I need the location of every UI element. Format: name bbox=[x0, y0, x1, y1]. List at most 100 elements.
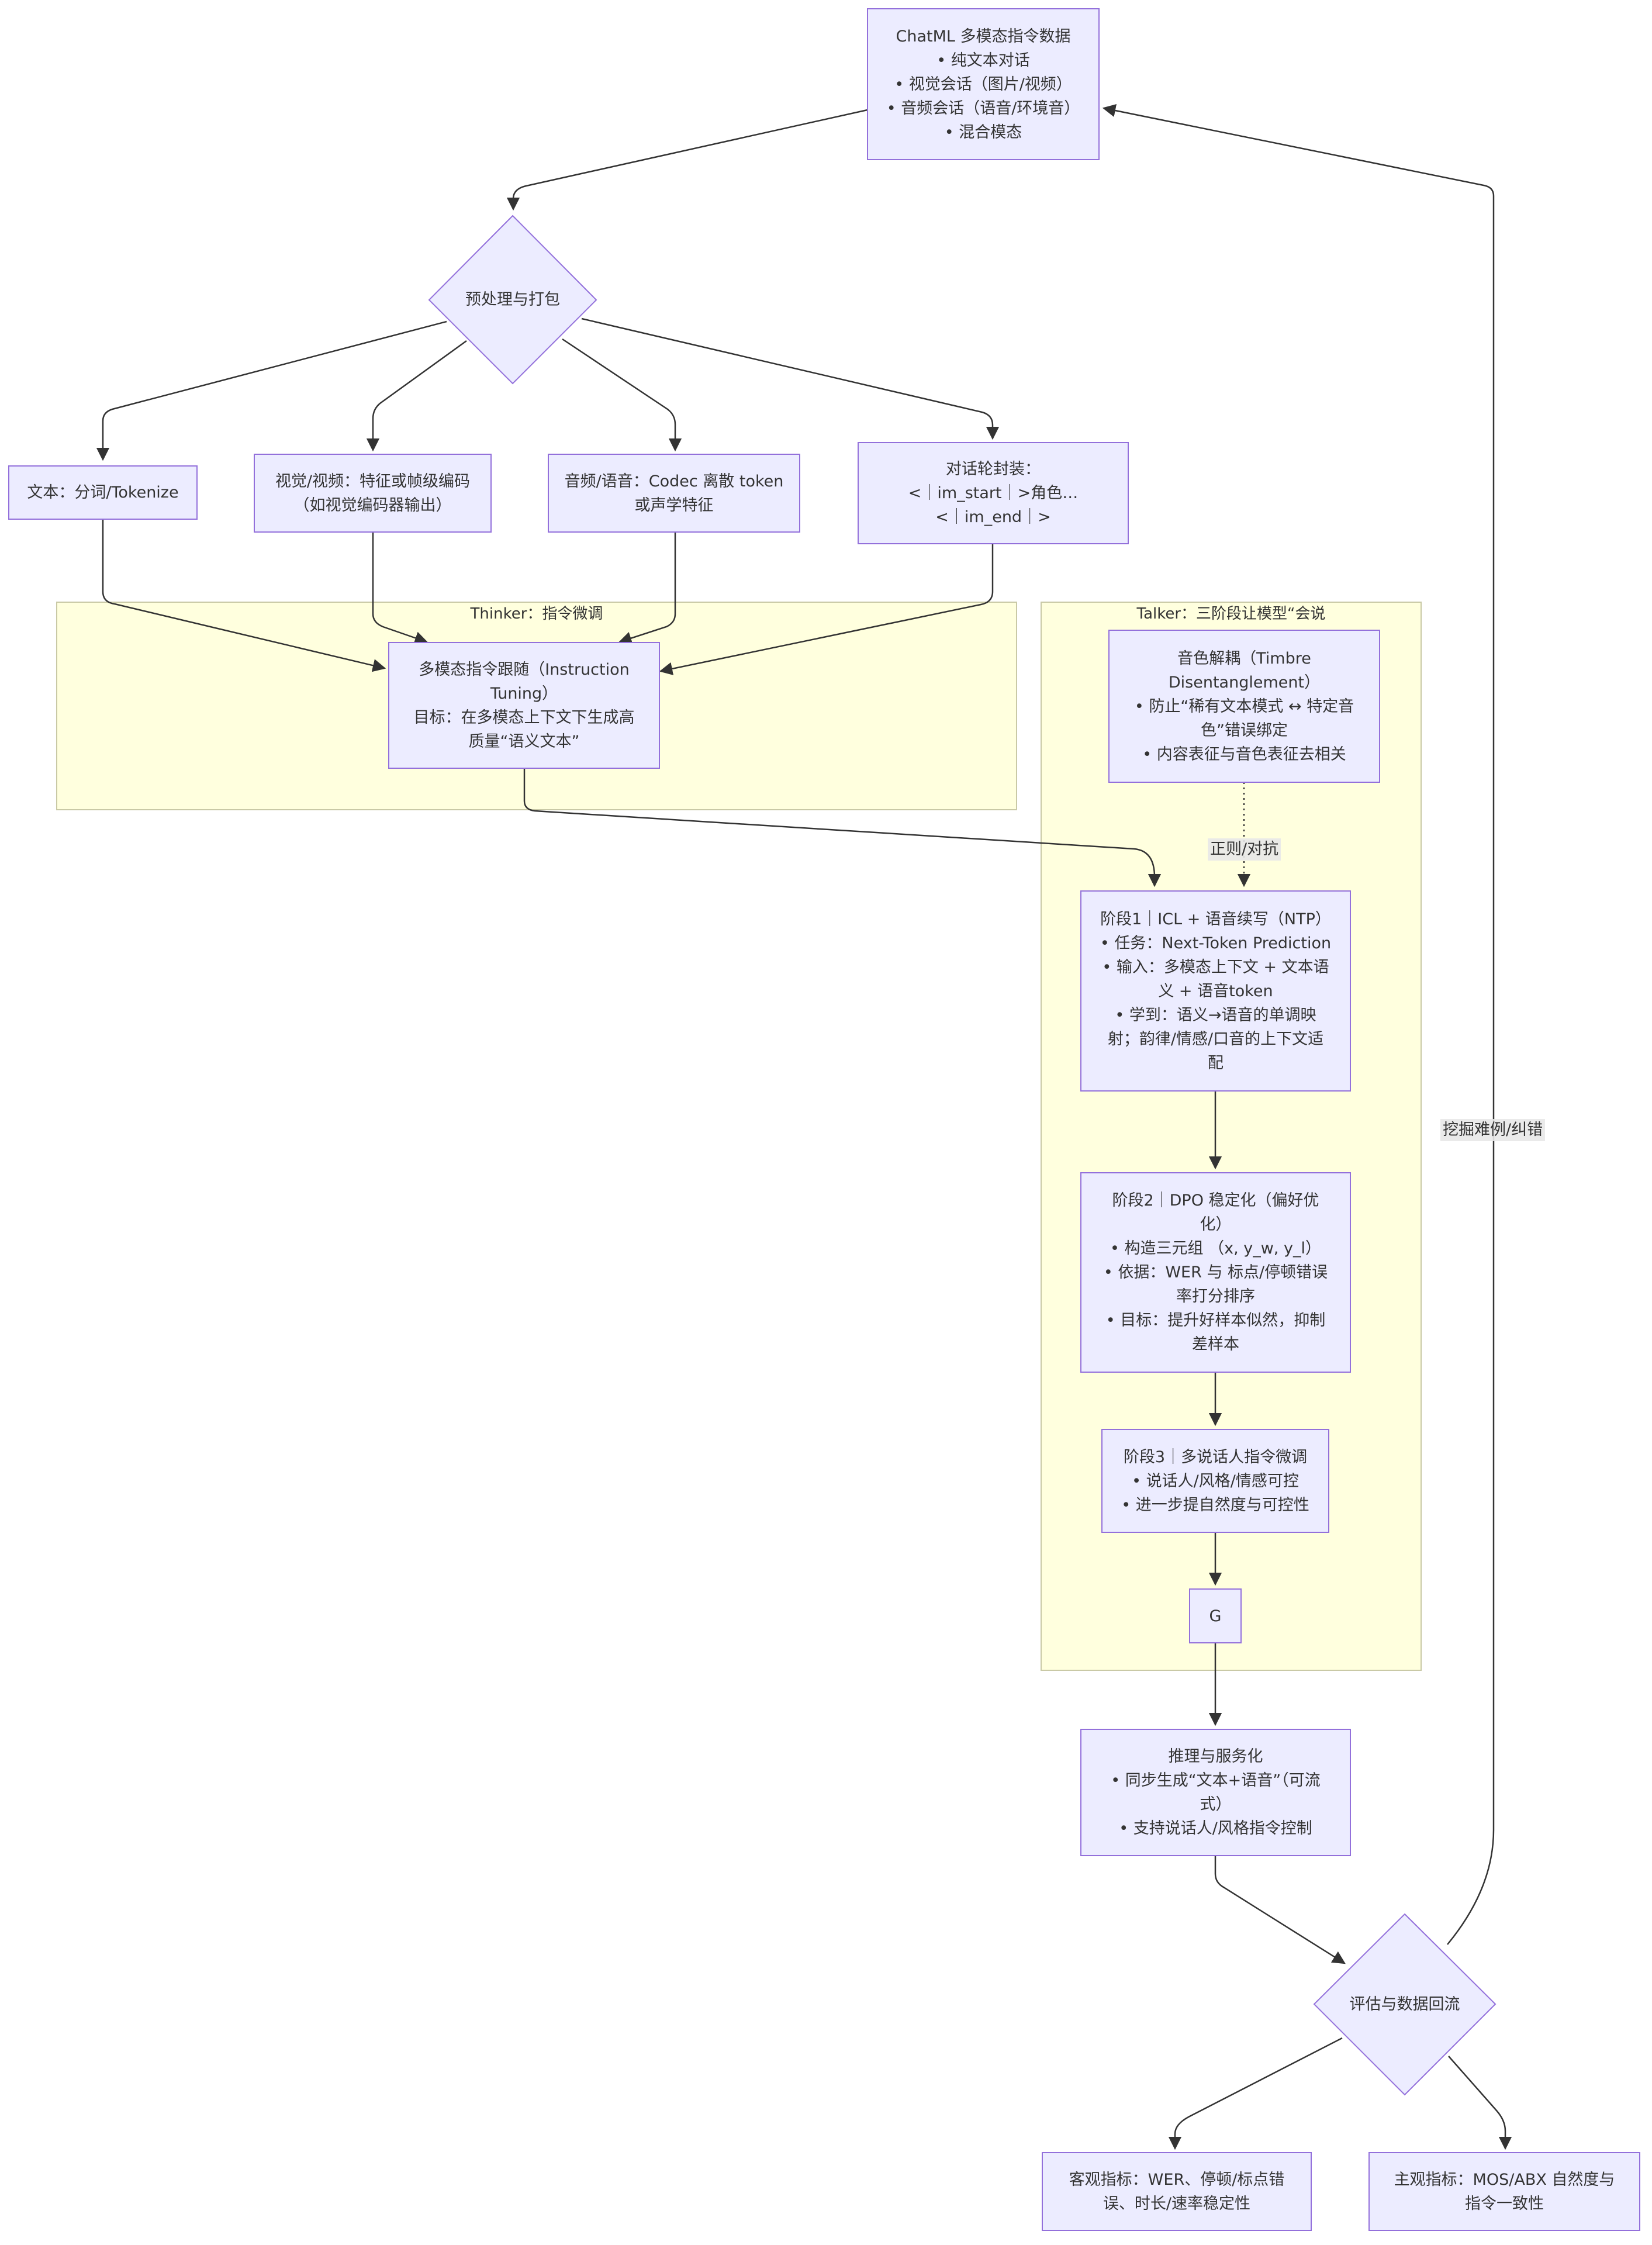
text-line: 目标：在多模态上下文下生成高 bbox=[413, 708, 635, 727]
text-line: 音频/语音：Codec 离散 token bbox=[564, 472, 784, 491]
cluster-title-thinker: Thinker：指令微调 bbox=[470, 605, 603, 623]
node-stage3-multispeaker bbox=[1101, 1429, 1329, 1533]
text-line: 色”错误绑定 bbox=[1201, 721, 1288, 740]
node-instruction-tuning bbox=[388, 642, 660, 769]
text-line: • 混合模态 bbox=[944, 123, 1022, 141]
node-audio-codec bbox=[548, 454, 800, 533]
label-instruction-tuning: 多模态指令跟随（Instruction Tuning） 目标：在多模态上下文下生… bbox=[389, 643, 659, 768]
text-line: 主观指标：MOS/ABX 自然度与 bbox=[1394, 2170, 1615, 2189]
label-serving: 推理与服务化 • 同步生成“文本+语音”（可流 式） • 支持说话人/风格指令控… bbox=[1081, 1729, 1350, 1856]
label-subjective-metrics: 主观指标：MOS/ABX 自然度与 指令一致性 bbox=[1369, 2153, 1640, 2230]
text-line: 化） bbox=[1200, 1215, 1232, 1234]
text-line: • 防止“稀有文本模式 ↔ 特定音 bbox=[1134, 697, 1354, 716]
text-line: 推理与服务化 bbox=[1168, 1747, 1263, 1766]
edge-preprocess-vision bbox=[366, 340, 467, 452]
text-line: • 构造三元组 （x, y_w, y_l） bbox=[1110, 1239, 1321, 1258]
edge-evaluate-objective bbox=[1168, 2037, 1343, 2150]
edge-instruct-stage1 bbox=[523, 768, 1162, 887]
text-line: • 进一步提自然度与可控性 bbox=[1121, 1495, 1309, 1514]
node-text-tokenize bbox=[8, 465, 198, 520]
text-line: 质量“语义文本” bbox=[468, 732, 580, 751]
node-serving bbox=[1080, 1729, 1351, 1856]
text-line: 阶段3｜多说话人指令微调 bbox=[1123, 1448, 1308, 1466]
label-stage2-dpo: 阶段2｜DPO 稳定化（偏好优 化） • 构造三元组 （x, y_w, y_l）… bbox=[1081, 1173, 1350, 1372]
edge-chatml-preprocess bbox=[506, 109, 868, 211]
edge-preprocess-text bbox=[96, 320, 447, 461]
text-line: 义 + 语音token bbox=[1158, 982, 1273, 1000]
node-stage2-dpo bbox=[1080, 1172, 1351, 1373]
edge-serve-evaluate bbox=[1214, 1856, 1346, 1964]
text-line: • 任务：Next-Token Prediction bbox=[1100, 934, 1332, 952]
label-objective-metrics: 客观指标：WER、停顿/标点错 误、时长/速率稳定性 bbox=[1042, 2153, 1311, 2230]
text-line: 指令一致性 bbox=[1465, 2194, 1544, 2213]
text-line: • 音频会话（语音/环境音） bbox=[886, 99, 1080, 118]
label-g: G bbox=[1190, 1589, 1241, 1643]
node-objective-metrics bbox=[1042, 2152, 1312, 2231]
text-line: • 纯文本对话 bbox=[936, 51, 1030, 70]
text-line: 阶段1｜ICL + 语音续写（NTP） bbox=[1100, 910, 1331, 928]
text-line: • 内容表征与音色表征去相关 bbox=[1142, 745, 1346, 764]
edge-label-mining: 挖掘难例/纠错 bbox=[1440, 1119, 1546, 1141]
label-audio-codec: 音频/语音：Codec 离散 token 或声学特征 bbox=[548, 454, 800, 532]
text-line: G bbox=[1209, 1607, 1222, 1625]
node-chatml-data bbox=[867, 8, 1100, 160]
label-evaluate: 评估与数据回流 bbox=[1314, 1914, 1495, 2095]
label-timbre-disentangle: 音色解耦（Timbre Disentanglement） • 防止“稀有文本模式… bbox=[1109, 630, 1380, 782]
label-vision-encode: 视觉/视频：特征或帧级编码 （如视觉编码器输出） bbox=[254, 454, 491, 532]
edge-audio-instruct bbox=[618, 532, 676, 645]
label-preprocess: 预处理与打包 bbox=[429, 216, 596, 384]
text-line: 误、时长/速率稳定性 bbox=[1103, 2194, 1251, 2213]
text-line: Disentanglement） bbox=[1168, 673, 1321, 692]
label-stage3-multispeaker: 阶段3｜多说话人指令微调 • 说话人/风格/情感可控 • 进一步提自然度与可控性 bbox=[1102, 1429, 1329, 1532]
node-stage1-icl bbox=[1080, 890, 1351, 1092]
text-line: • 输入：多模态上下文 + 文本语 bbox=[1102, 958, 1329, 976]
text-line: 阶段2｜DPO 稳定化（偏好优 bbox=[1112, 1191, 1319, 1210]
text-line: • 支持说话人/风格指令控制 bbox=[1119, 1819, 1312, 1838]
edge-label-regularize: 正则/对抗 bbox=[1208, 838, 1281, 861]
text-line: 文本：分词/Tokenize bbox=[27, 483, 179, 502]
label-text-tokenize: 文本：分词/Tokenize bbox=[9, 466, 197, 519]
edge-preprocess-dialog bbox=[581, 317, 1000, 440]
text-line: ChatML 多模态指令数据 bbox=[896, 27, 1071, 46]
text-line: 或声学特征 bbox=[634, 496, 714, 514]
text-line: • 学到：语义→语音的单调映 bbox=[1115, 1006, 1316, 1024]
text-line: 射；韵律/情感/口音的上下文适 bbox=[1107, 1030, 1324, 1048]
text-line: 多模态指令跟随（Instruction bbox=[419, 660, 630, 679]
text-line: 预处理与打包 bbox=[465, 291, 560, 309]
text-line: 差样本 bbox=[1192, 1335, 1239, 1353]
edge-preprocess-audio bbox=[562, 338, 682, 452]
node-preprocess-decision bbox=[428, 215, 597, 385]
text-line: 配 bbox=[1208, 1054, 1224, 1072]
label-chatml-data: ChatML 多模态指令数据 • 纯文本对话 • 视觉会话（图片/视频） • 音… bbox=[868, 9, 1099, 160]
text-line: 对话轮封装： bbox=[946, 460, 1041, 478]
cluster-title-talker: Talker：三阶段让模型“会说 bbox=[1136, 605, 1326, 623]
text-line: 式） bbox=[1200, 1795, 1232, 1814]
node-dialog-wrap bbox=[858, 442, 1129, 544]
edge-vision-instruct bbox=[372, 532, 428, 644]
text-line: 音色解耦（Timbre bbox=[1177, 649, 1311, 668]
text-line: • 依据：WER 与 标点/停顿错误 bbox=[1103, 1263, 1328, 1282]
node-g bbox=[1189, 1588, 1242, 1643]
text-line: Tuning） bbox=[490, 684, 558, 703]
text-line: （如视觉编码器输出） bbox=[293, 496, 452, 514]
edge-mining-feedback bbox=[1102, 104, 1495, 1945]
edge-evaluate-subjective bbox=[1448, 2056, 1512, 2150]
text-line: <｜im_start｜>角色… bbox=[908, 484, 1079, 502]
text-line: <｜im_end｜> bbox=[935, 508, 1051, 526]
text-line: • 同步生成“文本+语音”（可流 bbox=[1111, 1771, 1321, 1790]
text-line: 视觉/视频：特征或帧级编码 bbox=[275, 472, 471, 491]
node-subjective-metrics bbox=[1368, 2152, 1640, 2231]
text-line: 客观指标：WER、停顿/标点错 bbox=[1069, 2170, 1285, 2189]
text-line: 率打分排序 bbox=[1176, 1287, 1255, 1305]
edge-dialog-instruct bbox=[659, 544, 994, 675]
label-dialog-wrap: 对话轮封装： <｜im_start｜>角色… <｜im_end｜> bbox=[858, 443, 1128, 544]
label-stage1-icl: 阶段1｜ICL + 语音续写（NTP） • 任务：Next-Token Pred… bbox=[1081, 891, 1350, 1091]
text-line: • 视觉会话（图片/视频） bbox=[894, 75, 1072, 94]
text-line: • 目标：提升好样本似然，抑制 bbox=[1105, 1311, 1326, 1329]
text-line: 评估与数据回流 bbox=[1349, 1995, 1460, 2013]
node-timbre-disentangle bbox=[1108, 630, 1380, 783]
edge-text-instruct bbox=[102, 519, 386, 672]
node-vision-encode bbox=[254, 454, 492, 533]
node-evaluate-decision bbox=[1313, 1913, 1497, 2096]
